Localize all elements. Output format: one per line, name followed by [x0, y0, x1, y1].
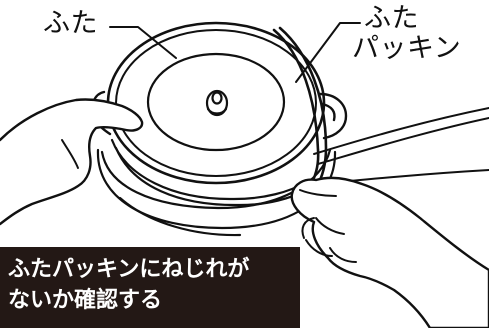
left-hand-detail [61, 139, 79, 169]
lid-packing-label-line2: パッキン [352, 33, 462, 65]
lid-packing [272, 26, 328, 190]
left-hand [0, 98, 144, 226]
lid-packing-label: ふた パッキン [352, 3, 461, 64]
lid-knob [205, 89, 229, 117]
instruction-caption-line2: ないか確認する [8, 288, 163, 313]
lid-inner-surface [146, 52, 286, 152]
instruction-caption: ふたパッキンにねじれが ないか確認する [0, 247, 300, 328]
packing-lower-edge [110, 138, 308, 207]
right-hand-details [299, 189, 357, 263]
lid-label: ふた [43, 8, 98, 39]
leader-lines [109, 22, 361, 83]
lid-packing-label-line1: ふた [364, 3, 419, 34]
right-hand [290, 176, 489, 328]
instruction-caption-line1: ふたパッキンにねじれが [8, 257, 250, 282]
